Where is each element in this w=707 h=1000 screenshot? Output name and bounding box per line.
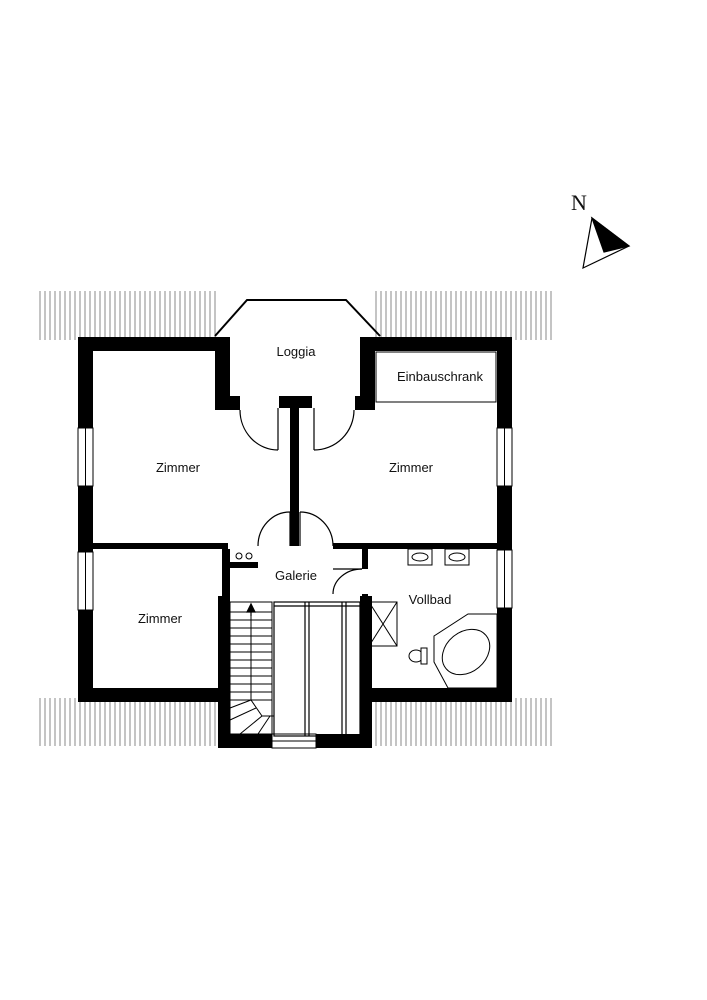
shower-icon	[368, 601, 398, 647]
stove-icon	[235, 552, 253, 560]
room-label-galerie: Galerie	[275, 568, 317, 583]
roof-hatching	[39, 291, 552, 746]
room-label-vollbad: Vollbad	[409, 592, 452, 607]
einbauschrank-outline	[375, 351, 497, 403]
windows	[77, 427, 513, 749]
stair-tread	[257, 715, 271, 735]
stair-tread	[229, 707, 257, 721]
north-arrow-icon	[582, 216, 631, 270]
stair-tread	[239, 715, 263, 735]
north-arrow-label: N	[571, 190, 587, 215]
room-label-zimmer-sw: Zimmer	[138, 611, 183, 626]
room-label-zimmer-nw: Zimmer	[156, 460, 201, 475]
stair-tread	[229, 699, 252, 709]
sink-icon	[407, 548, 433, 566]
stair-arrow-icon	[246, 602, 256, 616]
doors	[239, 408, 363, 595]
staircase	[229, 601, 274, 735]
bathtub-icon	[433, 613, 498, 689]
north-arrow: N	[571, 190, 631, 270]
room-label-zimmer-ne: Zimmer	[389, 460, 434, 475]
sink-icon	[444, 548, 470, 566]
toilet-icon	[408, 647, 428, 665]
loggia-bay	[214, 299, 381, 337]
room-label-loggia: Loggia	[276, 344, 316, 359]
room-label-einbauschrank: Einbauschrank	[397, 369, 483, 384]
galerie-void	[273, 601, 361, 737]
